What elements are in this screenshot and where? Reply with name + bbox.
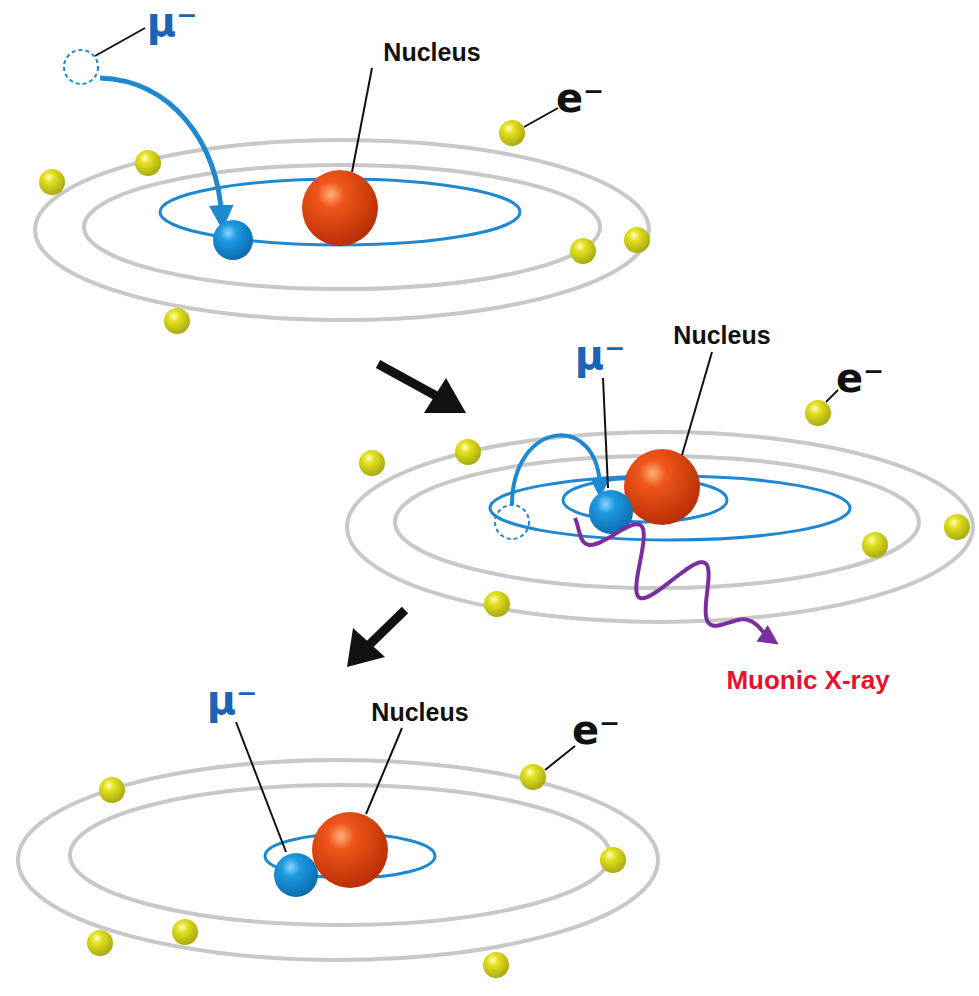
step-arrow-head — [347, 628, 385, 667]
electron — [499, 120, 525, 146]
electron — [359, 450, 385, 476]
electron — [624, 227, 650, 253]
muon — [274, 853, 318, 897]
electron — [805, 400, 831, 426]
leader-line — [545, 746, 575, 770]
electrons — [39, 120, 650, 334]
leader-line — [682, 352, 712, 455]
step-arrow-shaft — [366, 610, 405, 648]
electron — [484, 591, 510, 617]
step-arrow — [378, 364, 466, 413]
electron — [600, 847, 626, 873]
electron — [570, 238, 596, 264]
electrons — [359, 400, 970, 617]
electrons — [87, 764, 626, 978]
panel-ground-state — [18, 722, 658, 978]
step-arrow — [347, 610, 405, 667]
electron-orbit — [35, 140, 649, 320]
electron — [99, 777, 125, 803]
muon-label: μ⁻ — [575, 332, 626, 378]
electron — [483, 952, 509, 978]
muon-label: μ⁻ — [147, 0, 198, 45]
electron-label: e⁻ — [556, 75, 604, 121]
leader-line — [603, 378, 608, 488]
nucleus — [624, 449, 700, 525]
transition-arrow — [512, 435, 600, 505]
muon — [213, 220, 253, 260]
electron — [164, 308, 190, 334]
electron-orbit — [347, 432, 973, 622]
step-arrow-shaft — [378, 364, 440, 398]
electron — [87, 930, 113, 956]
panel-capture — [35, 28, 650, 334]
capture-arrow — [100, 78, 222, 220]
muon-label: μ⁻ — [207, 677, 258, 723]
muon-previous-position — [495, 505, 529, 539]
electron-orbit — [84, 165, 600, 289]
leader-line — [352, 68, 372, 172]
x-ray-label: Muonic X-ray — [726, 665, 889, 696]
electron-label: e⁻ — [572, 707, 620, 753]
electron — [455, 439, 481, 465]
leader-line — [236, 722, 286, 852]
electron-orbit — [70, 785, 610, 925]
electron-orbit — [18, 760, 658, 960]
nucleus — [312, 812, 388, 888]
nucleus-label: Nucleus — [673, 321, 770, 350]
electron — [944, 514, 970, 540]
muon-start-position — [64, 50, 98, 84]
step-arrow-head — [424, 378, 466, 413]
electron — [39, 169, 65, 195]
panel-cascade — [347, 352, 973, 640]
nucleus-label: Nucleus — [383, 38, 480, 67]
electron — [172, 919, 198, 945]
leader-line — [524, 108, 558, 127]
leader-line — [366, 728, 402, 814]
x-ray-wave — [575, 518, 772, 640]
electron — [135, 150, 161, 176]
electron — [862, 532, 888, 558]
leader-line — [95, 28, 145, 56]
electron-label: e⁻ — [836, 355, 884, 401]
nucleus — [302, 170, 378, 246]
nucleus-label: Nucleus — [371, 698, 468, 727]
electron — [520, 764, 546, 790]
